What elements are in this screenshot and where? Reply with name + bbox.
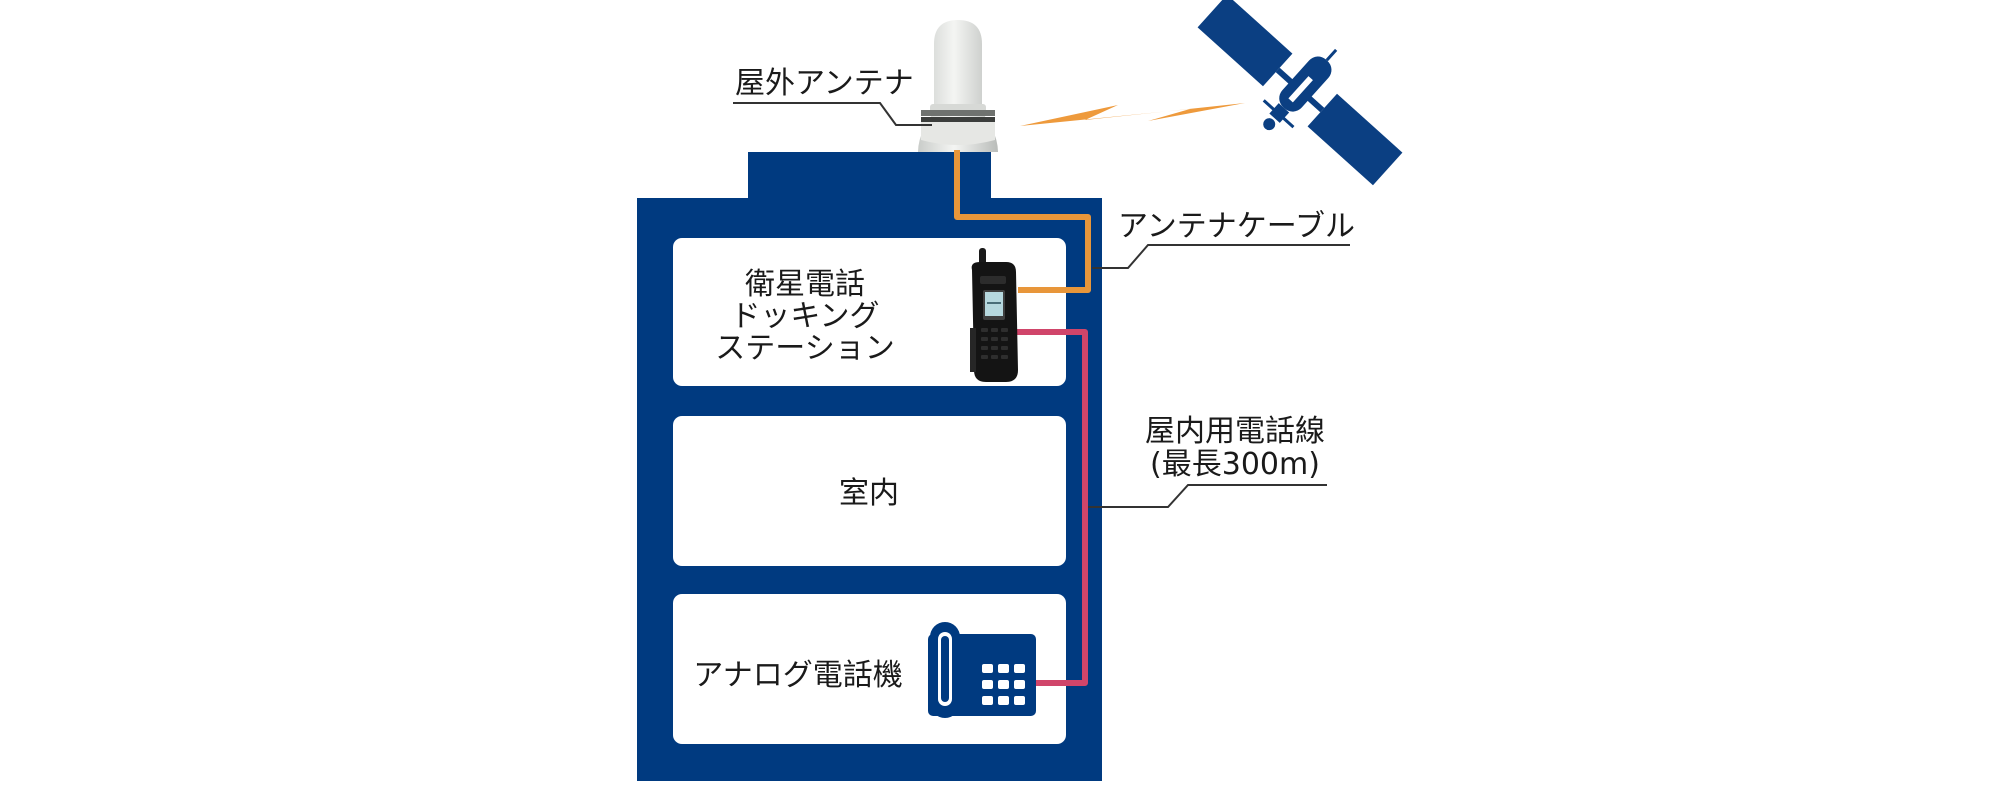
indoor-phone-line [1016,329,1088,686]
docking-station-label-line2: ドッキング [730,299,879,334]
antenna-cable-leader [1092,244,1350,269]
indoor-line-label-line2: (最長300m) [1150,447,1320,482]
docking-station-label-line1: 衛星電話 [745,267,865,302]
antenna-cable-label: アンテナケーブル [1118,209,1355,244]
satellite-icon [1197,0,1403,186]
indoor-line-label-line1: 屋内用電話線 [1145,414,1325,449]
analog-phone-icon [928,622,1036,718]
antenna-cable-line [954,150,1091,293]
indoor-line-leader [1088,484,1327,508]
outdoor-antenna-icon [918,20,998,152]
lightning-icon [1020,103,1245,126]
analog-phone-label: アナログ電話機 [693,658,902,693]
satellite-handset-icon [970,248,1018,382]
building [637,152,1102,781]
outdoor-antenna-leader [733,102,932,126]
indoor-label: 室内 [839,476,899,511]
docking-station-label-line3: ステーション [715,331,894,366]
room-docking-station [673,238,1066,386]
room-indoor [673,416,1066,566]
outdoor-antenna-label: 屋外アンテナ [735,66,914,101]
